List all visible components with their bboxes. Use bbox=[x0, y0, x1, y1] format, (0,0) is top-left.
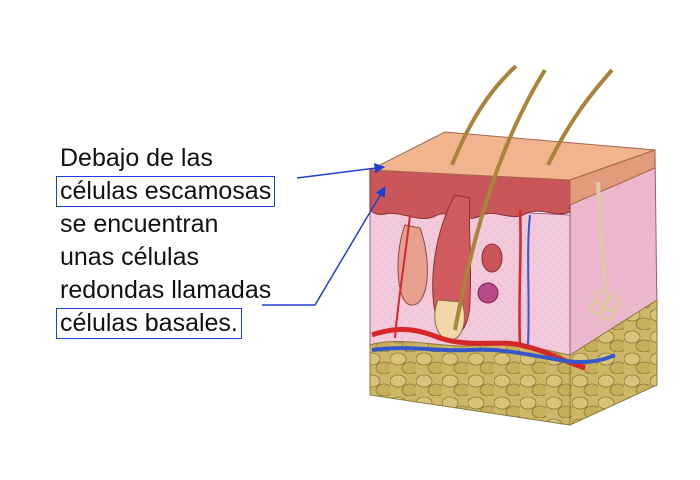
hair-strand-2 bbox=[453, 68, 547, 331]
sweat-duct bbox=[596, 181, 608, 291]
label-basal-cells: células basales. bbox=[56, 308, 242, 339]
epidermis-side-top bbox=[569, 149, 656, 206]
caption-line-5: redondas llamadas bbox=[60, 276, 272, 304]
subcutaneous-fat-layer bbox=[369, 340, 571, 426]
capillary-blue bbox=[527, 214, 531, 346]
capillary-red bbox=[518, 209, 522, 346]
caption-line-3: se encuentran bbox=[60, 210, 219, 238]
caption-line-1: Debajo de las bbox=[60, 144, 213, 172]
caption-line-2: células escamosas bbox=[56, 175, 276, 208]
dermal-nodule bbox=[481, 243, 503, 273]
caption-line-6: células basales. bbox=[56, 307, 275, 340]
sweat-gland-coil bbox=[588, 289, 621, 322]
gland-cluster bbox=[477, 282, 499, 304]
arrow-to-squamous-layer bbox=[296, 162, 386, 179]
hair-strand-1 bbox=[450, 64, 518, 166]
sebaceous-gland bbox=[397, 224, 428, 306]
hair-strand-3 bbox=[546, 68, 614, 166]
vein bbox=[371, 346, 616, 365]
capillary-left bbox=[394, 214, 411, 339]
label-squamous-cells: células escamosas bbox=[56, 176, 276, 207]
arrow-to-basal-layer bbox=[262, 186, 386, 306]
caption-line-4: unas células bbox=[60, 243, 199, 271]
caption-text: Debajo de las células escamosas se encue… bbox=[56, 142, 276, 340]
artery bbox=[371, 327, 586, 371]
